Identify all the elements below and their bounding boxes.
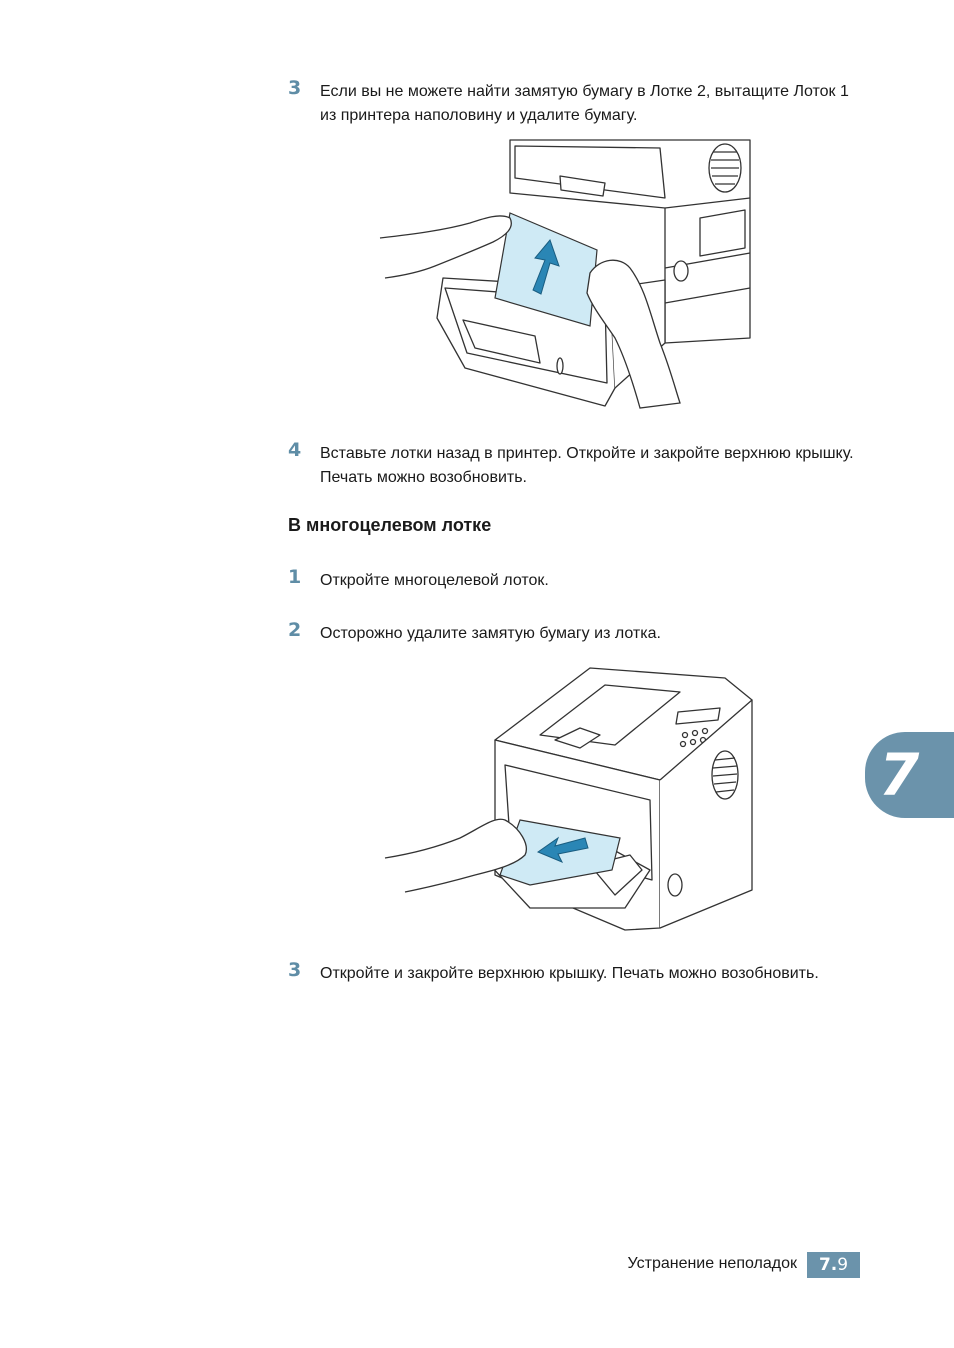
step-number: 3 [288, 77, 302, 99]
step-text: Откройте многоцелевой лоток. [320, 572, 549, 589]
step-number: 4 [288, 439, 302, 461]
step-text: Если вы не можете найти замятую бумагу в… [320, 83, 849, 124]
step-number: 2 [288, 619, 302, 641]
page-chapter: 7. [818, 1255, 838, 1275]
tray-jam-illustration [379, 139, 751, 409]
step-number: 3 [288, 959, 302, 981]
footer-section-label: Устранение неполадок [627, 1255, 797, 1272]
step-text: Откройте и закройте верхнюю крышку. Печа… [320, 965, 819, 982]
step-number: 1 [288, 566, 302, 588]
page-index: 9 [837, 1255, 849, 1275]
step-text: Вставьте лотки назад в принтер. Откройте… [320, 445, 854, 486]
step-text: Осторожно удалите замятую бумагу из лотк… [320, 625, 661, 642]
page-number: 7.9 [807, 1252, 860, 1278]
chapter-tab: 7 [865, 732, 954, 818]
section-heading: В многоцелевом лотке [288, 515, 492, 535]
mp-tray-jam-illustration [384, 667, 753, 931]
chapter-number: 7 [879, 741, 920, 809]
